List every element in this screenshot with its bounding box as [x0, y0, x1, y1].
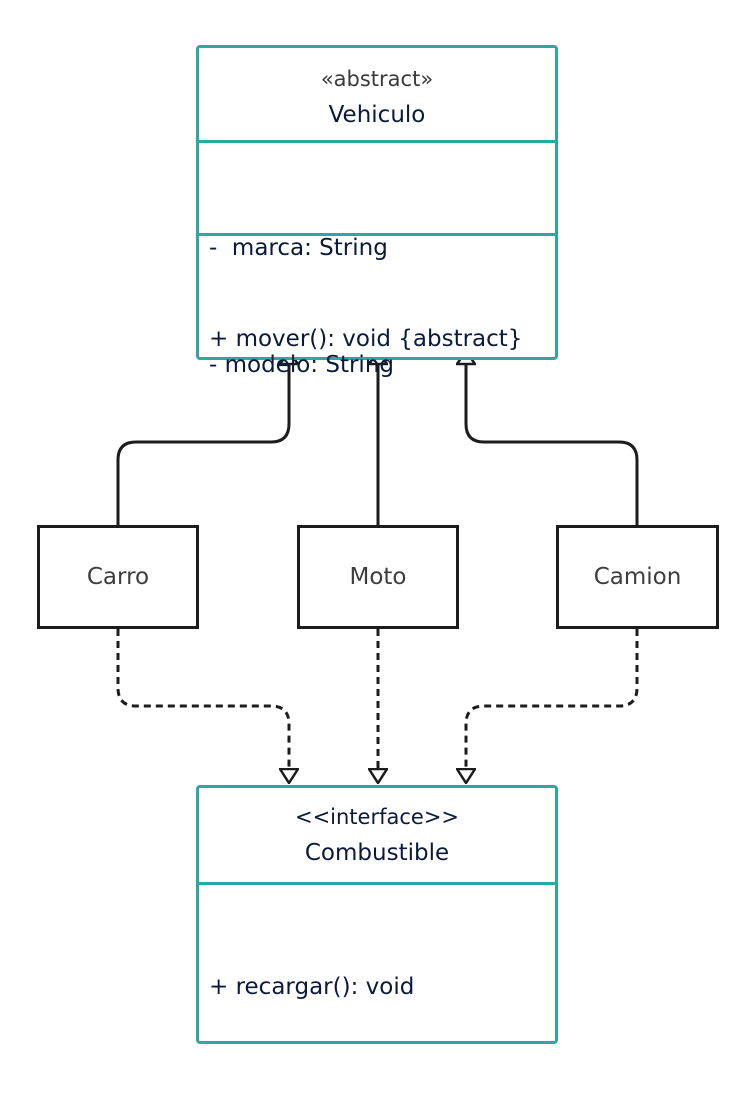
vehiculo-header: «abstract» Vehiculo — [199, 48, 555, 143]
combustible-operation-recargar: + recargar(): void — [209, 974, 415, 1000]
vehiculo-attributes: - marca: String - modelo: String — [199, 143, 555, 378]
vehiculo-stereotype: «abstract» — [320, 67, 434, 91]
class-name-moto: Moto — [349, 564, 407, 590]
combustible-interface-box[interactable]: <<interface>> Combustible + recargar(): … — [196, 785, 558, 1044]
class-box-camion[interactable]: Camion — [556, 525, 719, 629]
class-name-carro: Carro — [86, 564, 150, 590]
combustible-operations: + recargar(): void — [199, 885, 555, 1085]
combustible-name: Combustible — [304, 840, 450, 866]
combustible-header: <<interface>> Combustible — [199, 788, 555, 885]
vehiculo-operations: + mover(): void {abstract} — [199, 236, 555, 437]
combustible-stereotype: <<interface>> — [294, 805, 460, 829]
class-name-camion: Camion — [593, 564, 682, 590]
generalization-edge-carro — [116, 364, 289, 527]
class-box-carro[interactable]: Carro — [37, 525, 199, 629]
vehiculo-attribute-modelo: - modelo: String — [209, 352, 394, 378]
vehiculo-attribute-marca: - marca: String — [209, 235, 388, 261]
vehiculo-name: Vehiculo — [328, 102, 426, 128]
realization-edge-carro — [116, 629, 289, 783]
generalization-edge-camion — [466, 364, 639, 527]
vehiculo-class-box[interactable]: «abstract» Vehiculo - marca: String - mo… — [196, 45, 558, 378]
realization-edge-camion — [466, 629, 639, 783]
class-box-moto[interactable]: Moto — [297, 525, 459, 629]
vehiculo-operation-mover: + mover(): void {abstract} — [209, 326, 523, 352]
